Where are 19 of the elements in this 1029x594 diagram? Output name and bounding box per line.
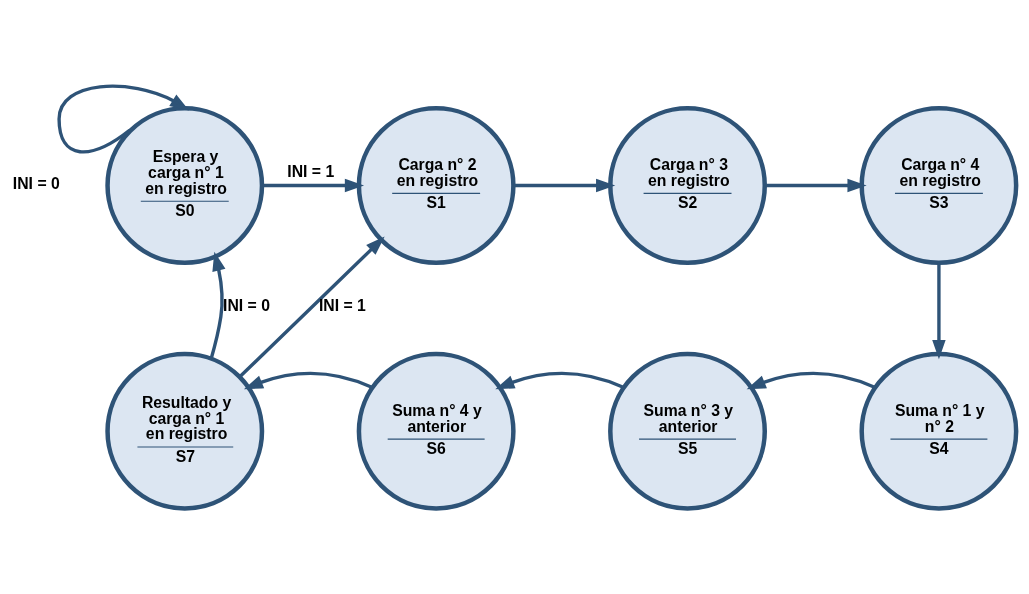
node-circle: Suma n° 1 y n° 2 S4 bbox=[859, 351, 1019, 511]
edge-label: INI = 1 bbox=[318, 297, 366, 315]
arrow bbox=[238, 236, 385, 379]
arrow bbox=[209, 251, 226, 359]
node-circle: Espera y carga n° 1 en registro S0 bbox=[105, 106, 265, 265]
node-circle: Carga n° 3 en registro S2 bbox=[608, 106, 767, 265]
edge-label: INI = 0 bbox=[12, 174, 60, 192]
edge-label: INI = 0 bbox=[223, 297, 270, 315]
edge-label: INI = 1 bbox=[287, 162, 335, 180]
node-circle: Carga n° 4 en registro S3 bbox=[859, 106, 1019, 265]
arrow bbox=[57, 84, 190, 154]
arrow bbox=[262, 178, 365, 193]
arrow bbox=[765, 178, 867, 193]
arrow bbox=[243, 371, 374, 390]
arrow bbox=[513, 178, 616, 193]
arrow bbox=[932, 263, 946, 360]
arrow bbox=[495, 371, 625, 390]
node-circle: Carga n° 2 en registro S1 bbox=[356, 106, 516, 265]
arrow bbox=[746, 371, 876, 390]
